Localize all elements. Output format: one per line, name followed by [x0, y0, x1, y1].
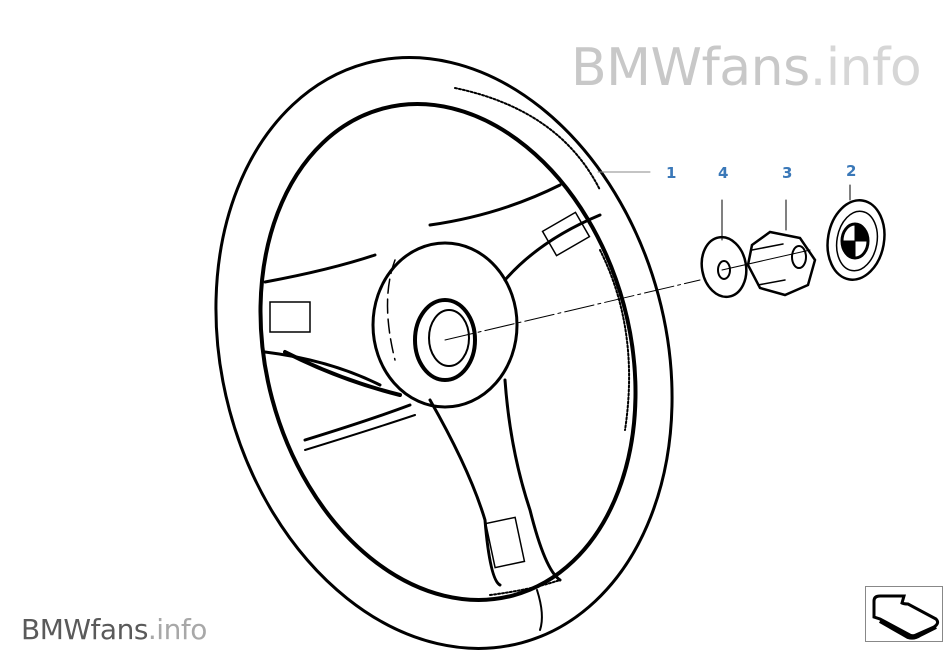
hub — [371, 241, 519, 409]
callout-2[interactable]: 2 — [846, 162, 857, 180]
hex-nut — [746, 230, 817, 297]
watermark-brand: BMWfans — [571, 38, 810, 98]
watermark-brand: BMWfans — [21, 613, 148, 646]
rim-outer — [214, 56, 674, 650]
watermark-bottom: BMWfans.info — [21, 613, 207, 646]
rim-inner — [258, 102, 638, 602]
watermark-top: BMWfans.info — [571, 38, 922, 98]
washer — [700, 235, 748, 299]
return-arrow-button[interactable] — [865, 586, 943, 642]
callout-3[interactable]: 3 — [782, 164, 793, 182]
watermark-suffix: .info — [809, 38, 922, 98]
return-arrow-icon — [872, 594, 940, 640]
center-cap — [826, 199, 886, 281]
callout-1[interactable]: 1 — [666, 164, 677, 182]
callout-4[interactable]: 4 — [718, 164, 729, 182]
watermark-suffix: .info — [147, 613, 207, 646]
